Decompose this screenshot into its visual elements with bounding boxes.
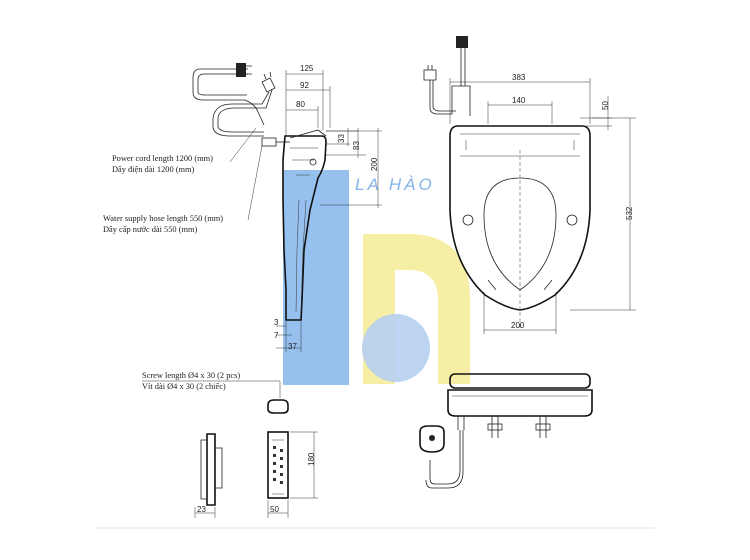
- front-view: [419, 373, 593, 489]
- power-cord-note-vi: Dây điện dài 1200 (mm): [112, 165, 195, 174]
- top-wall-plug-icon: [423, 65, 437, 81]
- watermark-brand-text: LA HÀO: [355, 175, 435, 194]
- hose-connector: [261, 137, 277, 147]
- dim-80: 80: [296, 100, 305, 109]
- notes: Power cord length 1200 (mm) Dây điện dài…: [103, 127, 289, 414]
- bracket-views: 23 180 50: [194, 431, 318, 518]
- hinge-screw: [309, 158, 317, 166]
- top-cord-plug-icon: [456, 36, 468, 48]
- power-cord-note-en: Power cord length 1200 (mm): [112, 154, 213, 163]
- dim-37: 37: [288, 342, 297, 351]
- dim-140: 140: [512, 96, 526, 105]
- bracket-side-profile: [206, 433, 216, 506]
- screw-note-en: Screw length Ø4 x 30 (2 pcs): [142, 371, 240, 380]
- bracket-holes: [273, 446, 283, 484]
- seat-front-body: [447, 389, 593, 417]
- dim-200: 200: [370, 157, 379, 171]
- watermark-blue-bar: [283, 170, 349, 385]
- bracket-front-view: [267, 431, 289, 499]
- dim-532: 532: [625, 206, 634, 220]
- watermark-logo: LA HÀO: [283, 170, 470, 385]
- wall-plug-icon: [261, 71, 276, 93]
- dim-3: 3: [274, 318, 279, 327]
- seat-bumper-right: [566, 214, 578, 226]
- power-plug-icon: [236, 63, 246, 77]
- dim-7: 7: [274, 331, 279, 340]
- dim-83: 83: [352, 141, 361, 150]
- power-cord: [192, 68, 265, 126]
- dim-23: 23: [197, 505, 206, 514]
- screw-icon: [267, 399, 289, 414]
- dim-200-top: 200: [511, 321, 525, 330]
- dim-125: 125: [300, 64, 314, 73]
- dim-50: 50: [270, 505, 279, 514]
- seat-bumper-left: [462, 214, 474, 226]
- water-hose-note-en: Water supply hose length 550 (mm): [103, 214, 223, 223]
- seat-front-lid: [449, 373, 591, 389]
- screw-note-vi: Vít dài Ø4 x 30 (2 chiếc): [142, 382, 226, 391]
- dim-50-top: 50: [601, 101, 610, 110]
- front-nozzle-left: [487, 423, 503, 431]
- water-hose-note-vi: Dây cấp nước dài 550 (mm): [103, 225, 198, 234]
- dim-383: 383: [512, 73, 526, 82]
- dim-92: 92: [300, 81, 309, 90]
- top-view: 383 140 50 532 200: [423, 36, 636, 334]
- watermark-blue-circle: [362, 314, 430, 382]
- seat-side-body: [282, 135, 327, 321]
- side-view: 125 92 80 33 83 200 3 7 37: [192, 63, 382, 352]
- dim-180: 180: [307, 452, 316, 466]
- front-plug-icon: [419, 425, 445, 453]
- dim-33: 33: [337, 134, 346, 143]
- front-nozzle-right: [535, 423, 551, 431]
- front-power-cord: [429, 430, 461, 485]
